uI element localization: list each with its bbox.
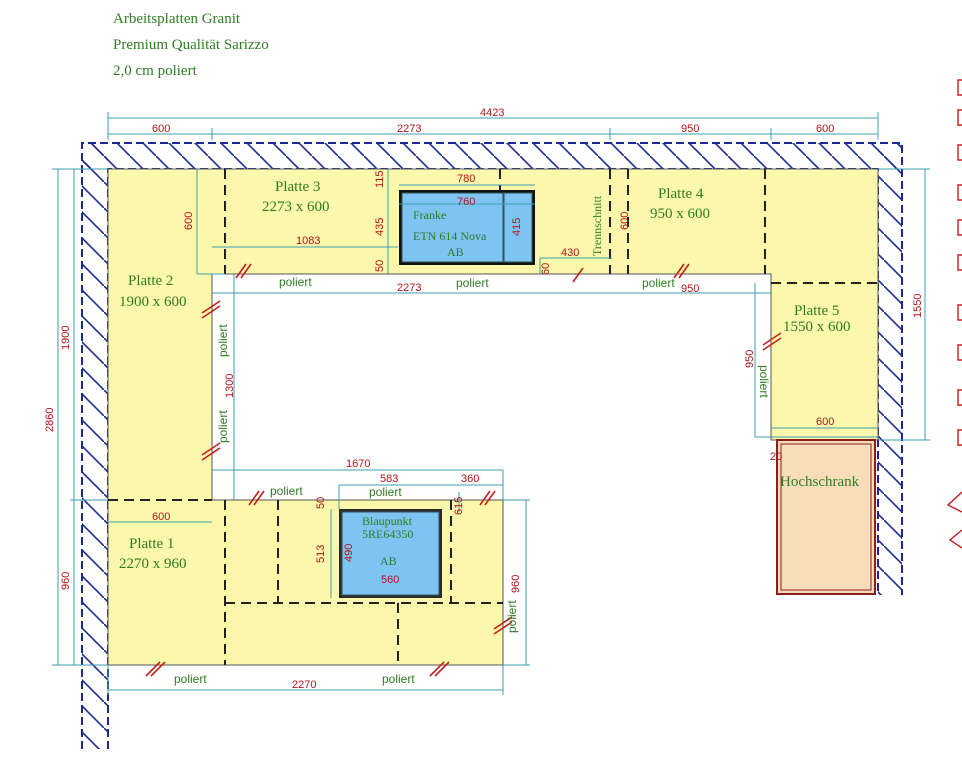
dim-inner-2273: 2273 bbox=[397, 282, 421, 294]
blaupunkt-model: 5RE64350 bbox=[362, 527, 413, 541]
wall-top-hatch bbox=[82, 143, 902, 169]
plate-4-name: Platte 4 bbox=[658, 186, 704, 202]
dim-right-960: 960 bbox=[510, 575, 522, 593]
dimension-lines bbox=[52, 112, 930, 695]
polished-label-9: poliert bbox=[505, 600, 519, 633]
header-line-quality: Premium Qualität Sarizzo bbox=[113, 37, 269, 53]
polished-label-2: poliert bbox=[456, 276, 489, 290]
wall-left-hatch bbox=[82, 143, 108, 749]
tall-cabinet-label: Hochschrank bbox=[780, 474, 860, 490]
header-line-finish: 2,0 cm poliert bbox=[113, 63, 197, 79]
dim-20: 20 bbox=[770, 451, 782, 463]
polished-label-10: poliert bbox=[174, 672, 207, 686]
plate-5-size: 1550 x 600 bbox=[783, 319, 851, 335]
polished-label-7: poliert bbox=[270, 484, 303, 498]
polished-label-5: poliert bbox=[216, 410, 230, 443]
franke-code: AB bbox=[447, 245, 464, 259]
polished-label-8: poliert bbox=[369, 485, 402, 499]
blaupunkt-code: AB bbox=[380, 554, 397, 568]
dim-plate5-600: 600 bbox=[816, 416, 834, 428]
plate-5-name: Platte 5 bbox=[794, 303, 839, 319]
dim-615: 615 bbox=[453, 497, 465, 515]
dim-1083: 1083 bbox=[296, 235, 320, 247]
dim-60: 60 bbox=[540, 263, 552, 275]
plate-4-size: 950 x 600 bbox=[650, 206, 710, 222]
dim-top-600-left: 600 bbox=[152, 123, 170, 135]
dim-435: 435 bbox=[374, 218, 386, 236]
seam-lines bbox=[108, 169, 878, 665]
dim-50: 50 bbox=[374, 260, 386, 272]
plate-1-size: 2270 x 960 bbox=[119, 556, 187, 572]
polished-label-3: poliert bbox=[642, 276, 675, 290]
dim-490: 490 bbox=[343, 544, 355, 562]
dim-overall-width: 4423 bbox=[480, 107, 504, 119]
blaupunkt-hob-surface bbox=[341, 511, 440, 596]
dim-plate3-depth-600: 600 bbox=[183, 212, 195, 230]
wall-right-hatch bbox=[878, 143, 902, 595]
separator-cut-label: Trennschnitt bbox=[590, 195, 604, 256]
dim-top-950: 950 bbox=[681, 123, 699, 135]
polished-label-11: poliert bbox=[382, 672, 415, 686]
tall-cabinet bbox=[776, 439, 876, 595]
header-line-material: Arbeitsplatten Granit bbox=[113, 11, 241, 27]
dim-left-1900: 1900 bbox=[60, 326, 72, 350]
dim-583: 583 bbox=[380, 473, 398, 485]
dim-560: 560 bbox=[381, 574, 399, 586]
plate-2-size: 1900 x 600 bbox=[119, 294, 187, 310]
dim-360: 360 bbox=[461, 473, 479, 485]
dim-right-1550: 1550 bbox=[912, 294, 924, 318]
wall-outline bbox=[81, 142, 903, 749]
plate-2-name: Platte 2 bbox=[128, 273, 173, 289]
dim-sink-780: 780 bbox=[457, 173, 475, 185]
dim-left-2860: 2860 bbox=[44, 408, 56, 432]
dim-430: 430 bbox=[561, 247, 579, 259]
plate-3-size: 2273 x 600 bbox=[262, 199, 330, 215]
dim-115: 115 bbox=[374, 170, 386, 188]
dim-bottom-2270: 2270 bbox=[292, 679, 316, 691]
dim-left-960: 960 bbox=[60, 572, 72, 590]
tall-cabinet-inner bbox=[780, 443, 872, 591]
dim-plate1-600: 600 bbox=[152, 511, 170, 523]
dim-sink-415: 415 bbox=[511, 218, 523, 236]
dim-50-hob: 50 bbox=[315, 497, 327, 509]
polished-label-1: poliert bbox=[279, 275, 312, 289]
dim-1670: 1670 bbox=[346, 458, 370, 470]
franke-brand: Franke bbox=[413, 208, 446, 222]
dim-sink-760: 760 bbox=[457, 196, 475, 208]
franke-model: ETN 614 Nova bbox=[413, 229, 487, 243]
dim-1300: 1300 bbox=[224, 374, 236, 398]
dim-inner-950: 950 bbox=[681, 283, 699, 295]
plate-1-name: Platte 1 bbox=[129, 536, 174, 552]
blaupunkt-brand: Blaupunkt bbox=[362, 514, 413, 528]
dim-top-2273: 2273 bbox=[397, 123, 421, 135]
plate-3-name: Platte 3 bbox=[275, 179, 320, 195]
polished-label-6: poliert bbox=[757, 365, 771, 398]
dim-plate5-950: 950 bbox=[744, 350, 756, 368]
dim-top-600-right: 600 bbox=[816, 123, 834, 135]
legend-marks bbox=[946, 79, 962, 549]
polished-label-4: poliert bbox=[216, 324, 230, 357]
dim-513: 513 bbox=[315, 545, 327, 563]
dim-plate4-depth-600: 600 bbox=[619, 212, 631, 230]
polished-edge-marks bbox=[145, 263, 782, 677]
